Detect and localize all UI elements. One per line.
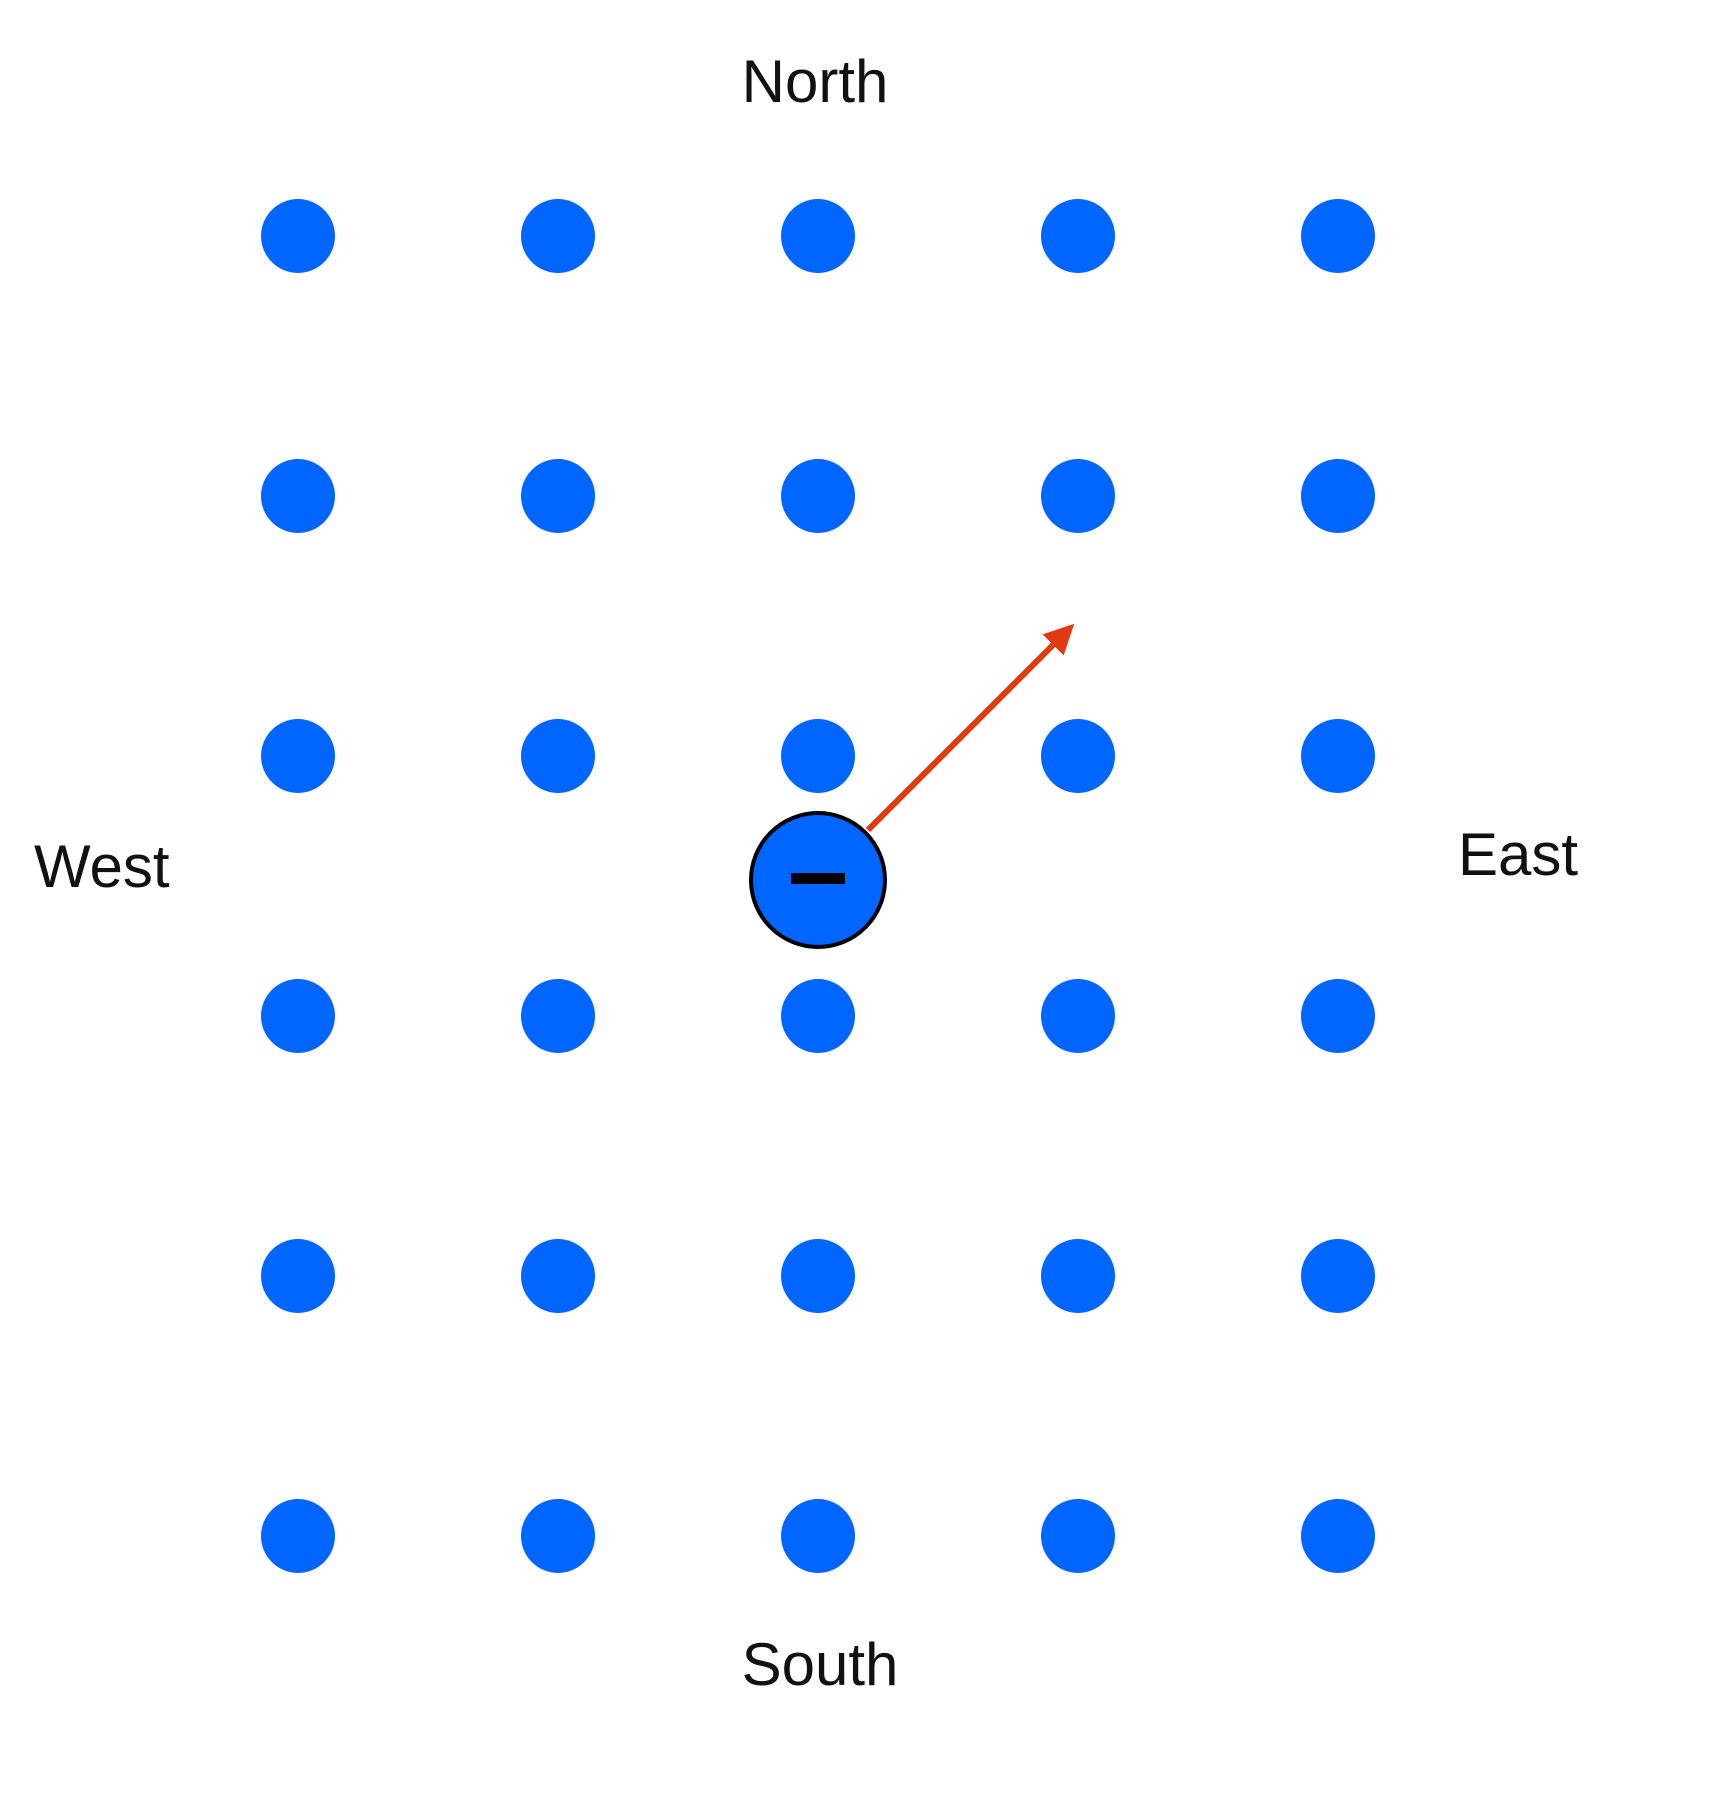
- negative-charge-icon: [749, 811, 887, 949]
- south-label: South: [742, 1631, 899, 1698]
- lattice-dot: [1301, 459, 1375, 533]
- lattice-dot: [1041, 1499, 1115, 1573]
- lattice-dot: [521, 459, 595, 533]
- lattice-dot-grid: [261, 199, 1375, 1573]
- lattice-dot: [261, 719, 335, 793]
- lattice-dot: [521, 199, 595, 273]
- lattice-dot: [521, 979, 595, 1053]
- lattice-dot: [781, 199, 855, 273]
- lattice-dot: [781, 1239, 855, 1313]
- lattice-dot: [261, 979, 335, 1053]
- lattice-dot: [1041, 459, 1115, 533]
- lattice-dot: [781, 1499, 855, 1573]
- lattice-dot: [521, 1239, 595, 1313]
- lattice-dot: [1301, 199, 1375, 273]
- lattice-dot: [1041, 1239, 1115, 1313]
- lattice-dot: [1301, 1239, 1375, 1313]
- lattice-dot: [781, 719, 855, 793]
- north-label: North: [742, 48, 889, 115]
- lattice-dot: [1041, 199, 1115, 273]
- lattice-dot: [1041, 719, 1115, 793]
- east-label: East: [1458, 821, 1578, 888]
- arrow-icon: [865, 623, 1075, 833]
- west-label: West: [34, 833, 170, 900]
- lattice-dot: [261, 459, 335, 533]
- lattice-dot: [1301, 979, 1375, 1053]
- lattice-dot: [1301, 719, 1375, 793]
- lattice-dot: [261, 199, 335, 273]
- lattice-dot: [781, 459, 855, 533]
- lattice-dot: [1041, 979, 1115, 1053]
- lattice-dot: [1301, 1499, 1375, 1573]
- lattice-dot: [261, 1499, 335, 1573]
- lattice-dot: [521, 1499, 595, 1573]
- lattice-dot: [261, 1239, 335, 1313]
- lattice-dot: [521, 719, 595, 793]
- lattice-dot: [781, 979, 855, 1053]
